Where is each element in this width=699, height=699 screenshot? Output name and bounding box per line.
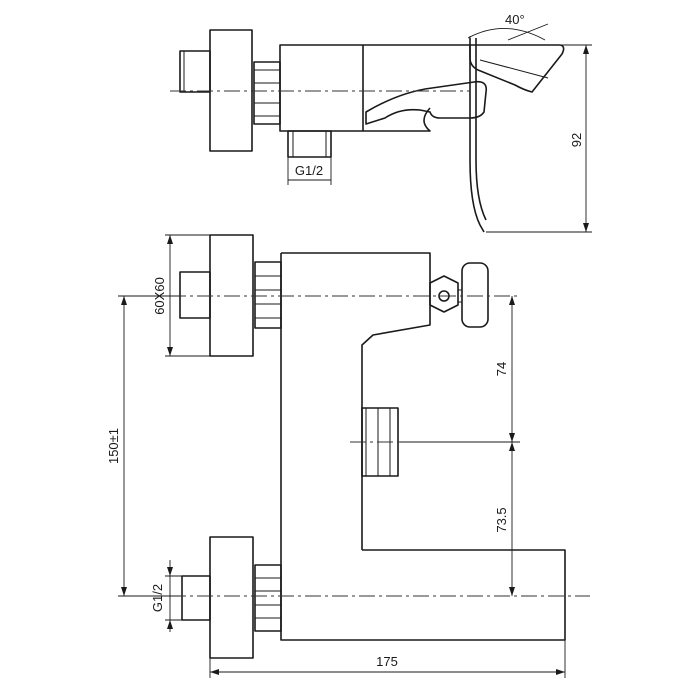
top-outlet-thread (287, 130, 332, 158)
top-lever-stem (469, 38, 487, 233)
front-view (118, 234, 590, 678)
lower-inlet-stub (181, 575, 211, 621)
lever-handle (461, 262, 489, 328)
top-spout-tip (469, 44, 565, 93)
spout-height-label: 92 (569, 133, 584, 147)
upper-flange (209, 234, 254, 357)
spout (362, 549, 566, 641)
top-hex-nut (253, 61, 281, 125)
upper-offset-label: 74 (494, 362, 509, 376)
top-view (170, 23, 592, 233)
angle-arc (467, 28, 546, 41)
lower-offset-label: 73.5 (494, 507, 509, 532)
top-spout-body (363, 44, 470, 132)
angle-label: 40° (505, 12, 525, 27)
lever-stem (429, 275, 459, 313)
inlet-spacing-label: 150±1 (106, 428, 121, 464)
top-thread-label: G1/2 (295, 163, 323, 178)
top-lever (365, 80, 488, 125)
lower-flange (209, 536, 254, 659)
bottom-thread-label: G1/2 (150, 584, 165, 612)
top-wall-flange (209, 29, 253, 152)
main-body (280, 252, 431, 641)
upper-inlet-stub (179, 271, 211, 319)
lower-hex-nut (254, 564, 282, 632)
top-inlet-stub (179, 50, 211, 93)
overall-width-label: 175 (376, 654, 398, 669)
flange-size-label: 60X60 (152, 277, 167, 315)
top-valve-body (279, 44, 364, 132)
